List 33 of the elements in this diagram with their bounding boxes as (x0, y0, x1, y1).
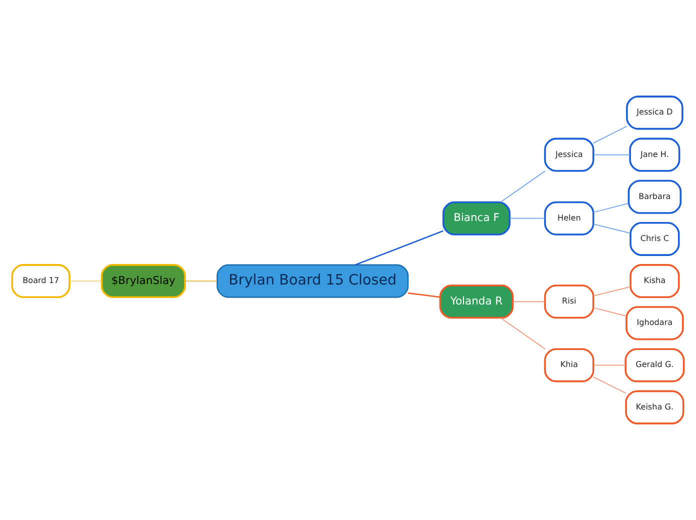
node-box: Brylan Board 15 Closed (216, 264, 409, 298)
node-box: Khia (544, 348, 594, 382)
connector (592, 286, 631, 296)
connector (512, 301, 546, 302)
node-box: $BrylanSlay (100, 264, 186, 298)
node-box: Jessica (544, 138, 594, 172)
connector (184, 280, 218, 282)
node-box: Kisha (630, 264, 680, 298)
connector (408, 292, 440, 298)
connector (592, 307, 627, 317)
connector (355, 230, 444, 266)
node-box: Barbara (628, 180, 682, 214)
node-box: Keisha G. (625, 390, 684, 424)
connector (500, 317, 546, 350)
connector (509, 218, 546, 219)
node-box: Jessica D (626, 96, 684, 130)
connector (592, 364, 626, 366)
node-box: Board 17 (11, 264, 70, 298)
node-box: Helen (544, 201, 594, 236)
node-box: Risi (544, 284, 594, 319)
connector (592, 202, 629, 213)
node-box: Ighodara (626, 306, 684, 340)
node-box: Jane H. (629, 138, 680, 172)
connector (592, 154, 630, 156)
node-box: Yolanda R (439, 284, 514, 319)
node-box: Bianca F (442, 201, 511, 236)
connector (592, 376, 626, 394)
connector (500, 170, 546, 203)
node-box: Chris C (630, 222, 680, 256)
connector (592, 126, 628, 144)
node-box: Gerald G. (624, 348, 685, 382)
connector (592, 224, 631, 234)
connector (69, 280, 102, 282)
